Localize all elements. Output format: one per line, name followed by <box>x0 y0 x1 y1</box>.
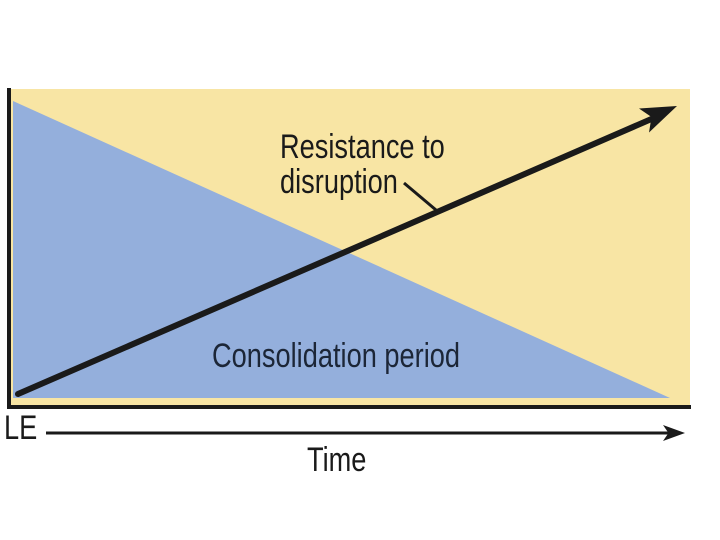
resistance-label-line2: disruption <box>280 163 398 201</box>
time-axis-arrowhead-icon <box>663 425 685 441</box>
resistance-label-line1: Resistance to <box>280 128 445 166</box>
time-axis-label: Time <box>307 441 367 479</box>
resistance-arrowhead-icon <box>639 106 677 133</box>
le-origin-label: LE <box>4 409 38 447</box>
consolidation-period-label: Consolidation period <box>212 337 460 375</box>
resistance-to-disruption-label: Resistance to disruption <box>280 130 445 200</box>
annotation-leader-line <box>403 181 437 212</box>
resistance-arrow-line <box>15 114 659 397</box>
